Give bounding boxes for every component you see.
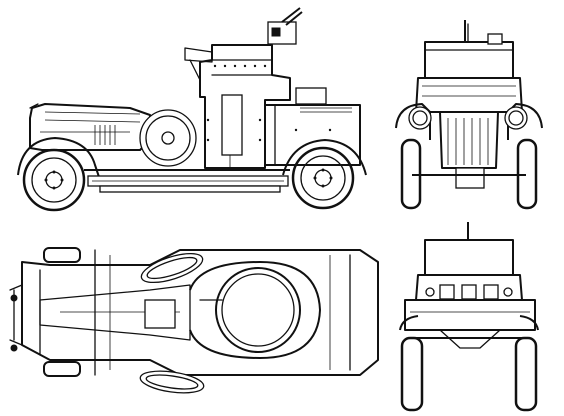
top-hull [21,249,379,376]
side-front-mudguard [17,137,101,181]
front-left-wheel [400,138,422,210]
front-left-headlight [408,106,432,130]
front-turret [424,41,514,79]
top-spare-wheel-upper [140,252,204,284]
front-view [395,20,543,210]
side-rear-wheel [291,146,355,210]
side-view [17,7,367,212]
front-right-wheel [516,138,538,210]
rear-right-wheel [514,336,538,412]
side-spare-wheel [139,109,197,167]
front-right-headlight [504,106,528,130]
top-view [9,247,379,394]
front-right-mudguard [507,103,543,140]
front-left-mudguard [395,103,431,140]
side-front-wheel [22,148,86,212]
side-rear-mudguard [282,139,367,176]
top-spare-wheel-lower [139,370,205,394]
rear-view [399,222,539,412]
rear-turret [424,239,514,276]
side-hood [29,103,151,151]
rear-body-lower [404,299,536,331]
top-bonnet [39,284,191,341]
side-door [221,94,243,156]
front-radiator-armour [439,111,499,169]
rear-left-wheel [400,336,424,412]
side-machine-gun [267,7,303,45]
top-turret [189,261,321,359]
side-turret-body [199,44,291,169]
side-rear-body [264,104,361,166]
